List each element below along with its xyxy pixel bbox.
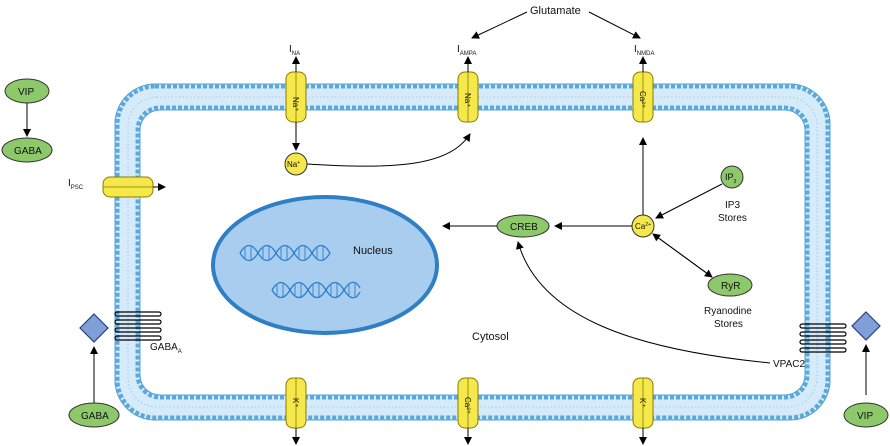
nucleus-label: Nucleus <box>353 245 393 257</box>
svg-text:IAMPA: IAMPA <box>457 44 476 57</box>
svg-text:Ca2+: Ca2+ <box>635 222 651 231</box>
cell-membrane <box>114 83 831 421</box>
svg-text:K⁺: K⁺ <box>291 398 300 408</box>
vpac2-label: VPAC2 <box>773 359 805 370</box>
svg-text:VIP: VIP <box>857 411 873 422</box>
channel-psc-left <box>102 176 154 198</box>
glutamate-label: Glutamate <box>530 5 581 17</box>
channel-ampa-top: Na⁺ <box>457 71 479 123</box>
svg-text:GABA: GABA <box>14 146 42 157</box>
i-psc-label: IPSC <box>68 178 84 191</box>
ryr-node <box>707 273 753 297</box>
cytosol-label: Cytosol <box>472 331 509 343</box>
svg-text:CREB: CREB <box>510 222 538 233</box>
nucleus <box>211 195 439 335</box>
dna-strand-2 <box>271 281 361 299</box>
gaba-top-node <box>1 137 53 163</box>
svg-text:IP3: IP3 <box>725 172 737 185</box>
channel-k-bottom-right: K⁺ <box>632 377 654 429</box>
ip3-stores-label-2: Stores <box>718 213 747 224</box>
ryanodine-label-2: Stores <box>714 319 743 330</box>
gaba-bottom-node <box>68 402 120 428</box>
svg-text:INA: INA <box>289 44 300 57</box>
vip-right-node <box>843 402 889 428</box>
svg-text:Ca²⁺: Ca²⁺ <box>463 397 472 414</box>
svg-text:Na⁺: Na⁺ <box>291 97 300 111</box>
vpac2-receptor <box>799 311 881 353</box>
svg-text:IPSC: IPSC <box>68 178 84 191</box>
ip3-node <box>720 165 744 189</box>
svg-text:K⁺: K⁺ <box>638 398 647 408</box>
svg-text:VIP: VIP <box>18 87 34 98</box>
svg-text:RyR: RyR <box>721 281 740 292</box>
i-nmda-label: INMDA <box>634 44 654 57</box>
svg-text:Na+: Na+ <box>287 160 300 169</box>
svg-text:INMDA: INMDA <box>634 44 654 57</box>
channel-nmda-top: Ca²⁺ <box>632 71 654 123</box>
svg-text:GABA: GABA <box>81 411 109 422</box>
ip3-stores-label: IP3 <box>725 200 740 211</box>
gaba-a-receptor <box>79 311 162 343</box>
gaba-a-label: GABAA <box>150 342 182 355</box>
i-ampa-label: IAMPA <box>457 44 476 57</box>
channel-ca-bottom: Ca²⁺ <box>457 377 479 429</box>
channel-na-top: Na⁺ <box>285 71 307 123</box>
svg-text:Na⁺: Na⁺ <box>463 93 472 107</box>
i-na-label: INA <box>289 44 300 57</box>
channel-k-bottom-left: K⁺ <box>285 377 307 429</box>
svg-text:Ca²⁺: Ca²⁺ <box>638 91 647 108</box>
ryanodine-label: Ryanodine <box>704 306 752 317</box>
dna-strand-1 <box>239 244 331 262</box>
